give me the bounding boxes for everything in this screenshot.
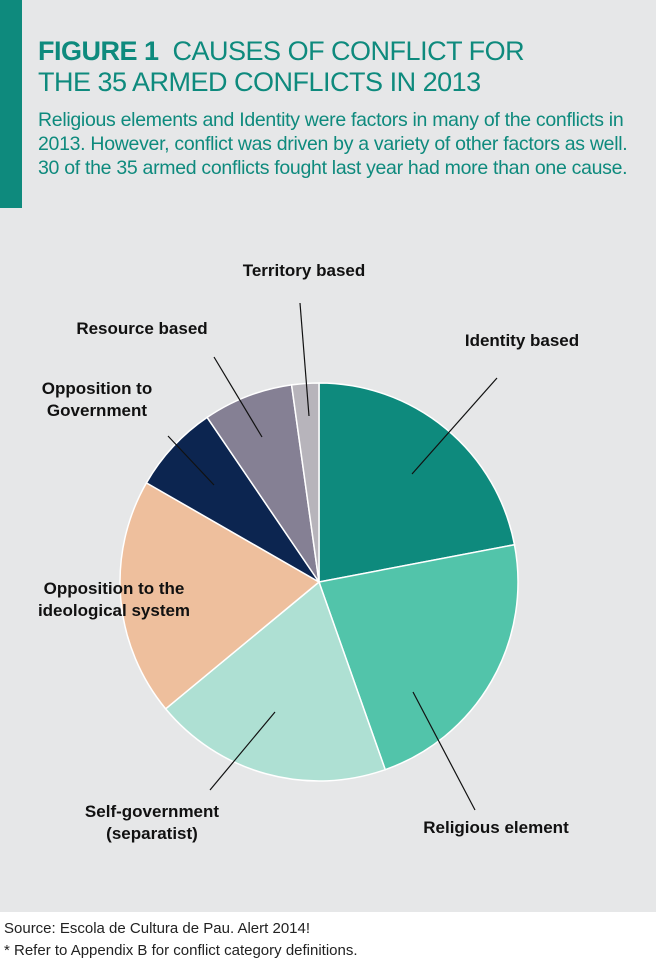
leader-line-self-government-separatist	[209, 711, 276, 791]
leader-lines	[167, 302, 498, 811]
leader-line-territory-based	[299, 302, 310, 417]
leader-line-resource-based	[213, 356, 263, 438]
title-line-1: CAUSES OF CONFLICT FOR	[172, 36, 525, 66]
source-note: Source: Escola de Cultura de Pau. Alert …	[4, 918, 654, 962]
leader-line-opposition-to-government	[167, 435, 215, 486]
title-line-2: THE 35 ARMED CONFLICTS IN 2013	[38, 67, 481, 97]
figure-subtitle: Religious elements and Identity were fac…	[38, 109, 628, 179]
accent-bar	[0, 0, 22, 208]
slice-label-self-government-separatist: Self-government(separatist)	[85, 802, 219, 843]
leader-line-identity-based	[411, 377, 498, 475]
source-text: Source: Escola de Cultura de Pau. Alert …	[4, 920, 311, 937]
pie-slice-identity-based	[318, 382, 516, 583]
figure-title: FIGURE 1 CAUSES OF CONFLICT FOR THE 35 AR…	[38, 36, 638, 98]
pie-slice-self-government-separatist	[164, 580, 387, 782]
pie-slices	[119, 382, 519, 782]
pie-slice-opposition-to-the-ideological-system	[119, 481, 321, 710]
leader-line-religious-element	[412, 691, 476, 811]
slice-label-resource-based: Resource based	[76, 319, 207, 338]
slice-label-identity-based: Identity based	[465, 331, 579, 350]
slice-label-territory-based: Territory based	[243, 261, 366, 280]
slice-label-religious-element: Religious element	[423, 818, 569, 837]
figure-number: FIGURE 1	[38, 36, 159, 66]
appendix-note: * Refer to Appendix B for conflict categ…	[4, 942, 358, 959]
pie-slice-religious-element	[318, 543, 519, 771]
pie-slice-territory-based	[290, 382, 320, 583]
